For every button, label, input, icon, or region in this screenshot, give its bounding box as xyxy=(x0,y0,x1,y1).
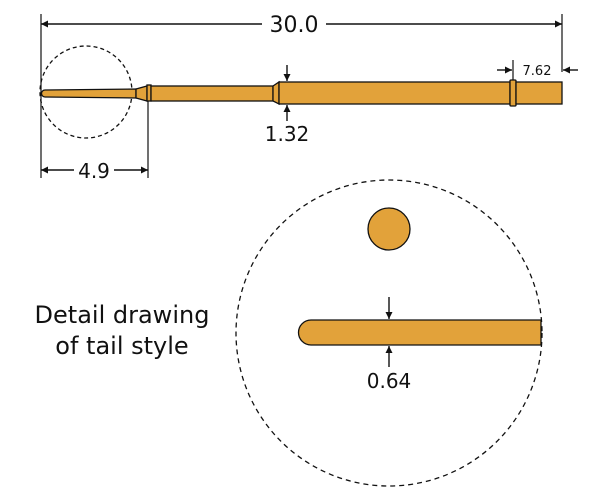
tail-side-view xyxy=(297,319,542,346)
body-diameter-label: 1.32 xyxy=(265,122,310,146)
head-end-length-label: 7.62 xyxy=(523,64,552,79)
pin-collar-right xyxy=(509,79,517,107)
tail-end-length-label: 4.9 xyxy=(78,159,110,183)
pin-body xyxy=(278,81,511,105)
tail-end-view xyxy=(367,207,411,251)
tail-diameter-label: 0.64 xyxy=(367,369,412,393)
caption-line-1: Detail drawing xyxy=(34,301,210,329)
overall-length-label: 30.0 xyxy=(270,13,319,38)
pin-taper xyxy=(135,85,148,102)
detail-view-circle xyxy=(235,179,543,487)
pin-head xyxy=(515,81,563,105)
pin-mid-section xyxy=(150,85,274,102)
caption-line-2: of tail style xyxy=(55,332,189,360)
pin-step xyxy=(272,80,280,106)
pin-tail xyxy=(40,88,137,99)
detail-caption: Detail drawing of tail style xyxy=(22,300,222,362)
